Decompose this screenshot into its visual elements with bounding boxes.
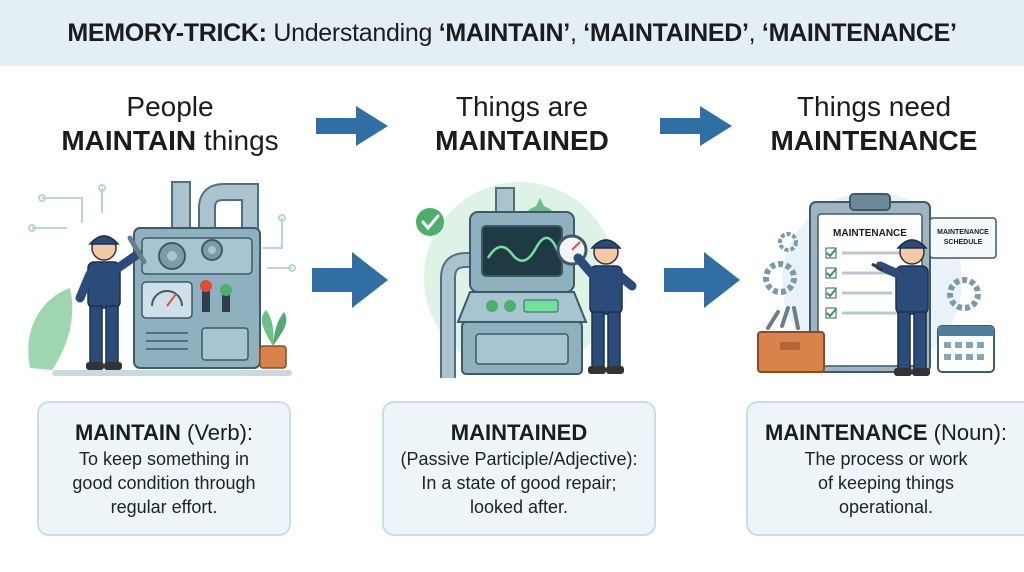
worker-icon	[75, 235, 147, 370]
toolbox-icon	[757, 306, 825, 373]
schedule-line1: MAINTENANCE	[937, 229, 989, 236]
banner-word-maintain: ‘MAINTAIN’	[438, 18, 571, 47]
definition-line: To keep something in	[78, 449, 250, 469]
arrow-right-icon	[316, 106, 388, 146]
checkmark-icon	[416, 208, 444, 236]
definition-card-maintenance: MAINTENANCE (Noun): The process or work …	[746, 401, 1024, 536]
arrow-right-icon	[312, 252, 388, 308]
arrow-right-icon	[660, 106, 732, 146]
definition-line: (Passive Participle/Adjective):	[400, 449, 638, 469]
calendar-icon	[937, 325, 995, 373]
circuit-lines-icon	[28, 184, 296, 272]
wrench-icon	[127, 235, 147, 265]
heading-1-rest: things	[196, 125, 279, 156]
term-maintenance: MAINTENANCE	[764, 420, 928, 445]
heading-1-bold: MAINTAIN	[61, 125, 197, 156]
worker-icon	[573, 239, 637, 374]
heading-3-bold: MAINTENANCE	[770, 125, 978, 156]
pos-verb: (Verb):	[180, 420, 254, 445]
definition-line: The process or work	[804, 449, 968, 469]
lever-icon	[200, 280, 212, 292]
definition-line: looked after.	[469, 497, 569, 517]
heading-panel-2: Things are MAINTAINED	[382, 90, 662, 158]
banner-prefix: MEMORY-TRICK:	[67, 18, 267, 47]
definition-card-maintained: MAINTAINED (Passive Participle/Adjective…	[382, 401, 656, 536]
schedule-sign-icon	[929, 217, 997, 259]
title-banner: MEMORY-TRICK: Understanding ‘MAINTAIN’ ,…	[0, 0, 1024, 66]
pos-noun: (Noun):	[927, 420, 1008, 445]
potted-plant-icon	[259, 310, 287, 369]
definition-card-maintain: MAINTAIN (Verb): To keep something in go…	[37, 401, 291, 536]
definition-line: regular effort.	[110, 497, 218, 517]
arrow-right-icon	[664, 252, 740, 308]
gauge-icon	[151, 290, 183, 307]
term-maintain: MAINTAIN	[74, 420, 181, 445]
banner-sep-2: ,	[748, 18, 762, 47]
schedule-line2: SCHEDULE	[944, 239, 983, 246]
gear-icon	[947, 277, 981, 311]
checklist-icon	[825, 247, 902, 319]
heading-3-line1: Things need	[796, 91, 952, 122]
banner-word-maintenance: ‘MAINTENANCE’	[761, 18, 957, 47]
sparkle-icon	[528, 198, 552, 222]
heading-2-line1: Things are	[455, 91, 589, 122]
lever-icon	[220, 284, 232, 296]
definition-line: In a state of good repair;	[421, 473, 617, 493]
clipboard-title: MAINTENANCE	[833, 228, 907, 239]
worker-icon	[871, 239, 930, 376]
leaf-icon	[28, 288, 73, 370]
definition-line: good condition through	[72, 473, 256, 493]
heading-2-bold: MAINTAINED	[435, 125, 609, 156]
maintained-machine-illustration	[416, 182, 637, 378]
definition-line: operational.	[838, 497, 934, 517]
heading-1-line1: People	[126, 91, 214, 122]
term-maintained: MAINTAINED	[450, 420, 588, 445]
definition-line: of keeping things	[817, 473, 955, 493]
gear-icon	[778, 232, 798, 252]
heading-panel-3: Things need MAINTENANCE	[734, 90, 1014, 158]
banner-middle: Understanding	[266, 18, 439, 47]
banner-sep-1: ,	[569, 18, 584, 47]
heading-panel-1: People MAINTAIN things	[30, 90, 310, 158]
pen-icon	[871, 262, 883, 272]
machine-illustration	[28, 181, 296, 376]
banner-word-maintained: ‘MAINTAINED’	[583, 18, 749, 47]
maintenance-clipboard-illustration: MAINTENANCE MAINTENANCE SCHEDULE	[757, 192, 997, 376]
gear-icon	[763, 261, 797, 295]
